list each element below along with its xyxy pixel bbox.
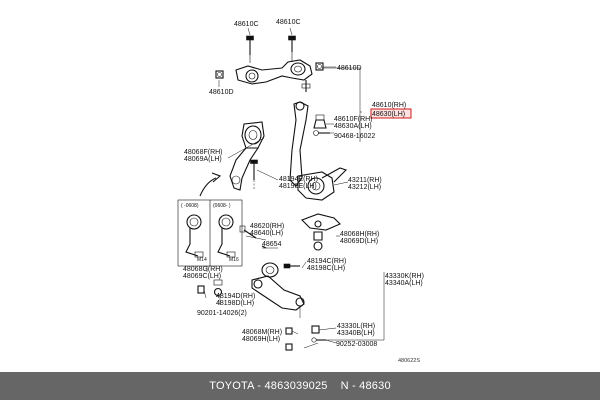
- inset-right-header: (0608- ): [213, 203, 231, 209]
- footer-brand: TOYOTA: [209, 380, 255, 392]
- label-48610-rh: 48610(RH): [372, 102, 406, 109]
- label-43330l-rh: 43330L(RH): [337, 323, 375, 330]
- label-48610c-a: 48610C: [234, 21, 259, 28]
- part-labels: 48610C 48610C 48610D 48610D 48610(RH) 48…: [181, 19, 424, 364]
- inset-box: [177, 199, 243, 267]
- label-43340b-lh: 43340B(LH): [337, 330, 375, 337]
- label-48194e-rh: 48194E(RH): [279, 176, 318, 183]
- diagram-reference-code: 480622S: [398, 358, 420, 364]
- inset-m16: M16: [229, 257, 239, 263]
- label-48198e-lh: 48198E(LH): [279, 183, 317, 190]
- label-48069a-lh: 48069A(LH): [184, 156, 222, 163]
- lower-nuts: [285, 325, 326, 351]
- label-48198c-lh: 48198C(LH): [307, 265, 345, 272]
- label-48610f-rh: 48610F(RH): [334, 116, 373, 123]
- lower-ball-joint: [301, 213, 341, 251]
- label-48640-lh: 48640(LH): [250, 230, 283, 237]
- label-48610d-right: 48610D: [337, 65, 362, 72]
- lower-bushing-bolt: [239, 225, 267, 249]
- label-48068m-rh: 48068M(RH): [242, 329, 282, 336]
- footer-separator-1: -: [254, 380, 265, 392]
- label-48069c-lh: 48069C(LH): [183, 273, 221, 280]
- label-90252: 90252-03008: [336, 341, 377, 348]
- label-48069h-lh: 48069H(LH): [242, 336, 280, 343]
- lower-control-arm: [251, 275, 305, 318]
- inset-arrow: [199, 172, 222, 197]
- footer-separator-2: N -: [327, 380, 360, 392]
- leader-lines: [203, 27, 385, 349]
- label-48198d-lh: 48198D(LH): [216, 300, 254, 307]
- label-48069d-lh: 48069D(LH): [340, 238, 378, 245]
- steering-knuckle: [289, 101, 348, 201]
- upper-control-arm: [235, 59, 313, 92]
- footer-bar: TOYOTA - 4863039025 N - 48630: [0, 372, 600, 400]
- label-90468: 90468-16022: [334, 133, 375, 140]
- upper-bolts: [246, 35, 296, 63]
- label-48068f-rh: 48068F(RH): [184, 149, 223, 156]
- label-90201: 90201-14026(2): [197, 310, 247, 317]
- label-43340a-lh: 43340A(LH): [385, 280, 423, 287]
- highlighted-part-box: [370, 108, 412, 119]
- label-43211-rh: 43211(RH): [348, 177, 382, 184]
- inset-left-header: ( -0608): [181, 203, 199, 209]
- upper-balljoint-parts: [313, 114, 330, 136]
- label-48610c-b: 48610C: [276, 19, 301, 26]
- label-48610d-left: 48610D: [209, 89, 234, 96]
- label-48068h-rh: 48068H(RH): [340, 231, 379, 238]
- bolt-48194e: [250, 159, 258, 190]
- label-48630a-lh: 48630A(LH): [334, 123, 372, 130]
- label-48630-lh: 48630(LH): [372, 111, 405, 118]
- lower-bushing: [261, 262, 300, 278]
- label-48194c-rh: 48194C(RH): [307, 258, 346, 265]
- label-48654: 48654: [262, 241, 282, 248]
- label-43212-lh: 43212(LH): [348, 184, 381, 191]
- upper-bushing-bracket: [229, 121, 265, 191]
- label-43330k-rh: 43330K(RH): [385, 273, 424, 280]
- inset-m14: M14: [197, 257, 207, 263]
- exploded-suspension-diagram: 48610C 48610C 48610D 48610D 48610(RH) 48…: [177, 19, 424, 364]
- label-48068g-rh: 48068G(RH): [183, 266, 223, 273]
- footer-part-number: 4863039025: [264, 380, 328, 392]
- label-48194d-rh: 48194D(RH): [216, 293, 255, 300]
- lower-left-small-parts: [197, 279, 223, 297]
- footer-short-number: 48630: [359, 380, 391, 392]
- upper-nuts: [215, 62, 324, 79]
- footer-text: TOYOTA - 4863039025 N - 48630: [209, 380, 391, 392]
- label-48620-rh: 48620(RH): [250, 223, 284, 230]
